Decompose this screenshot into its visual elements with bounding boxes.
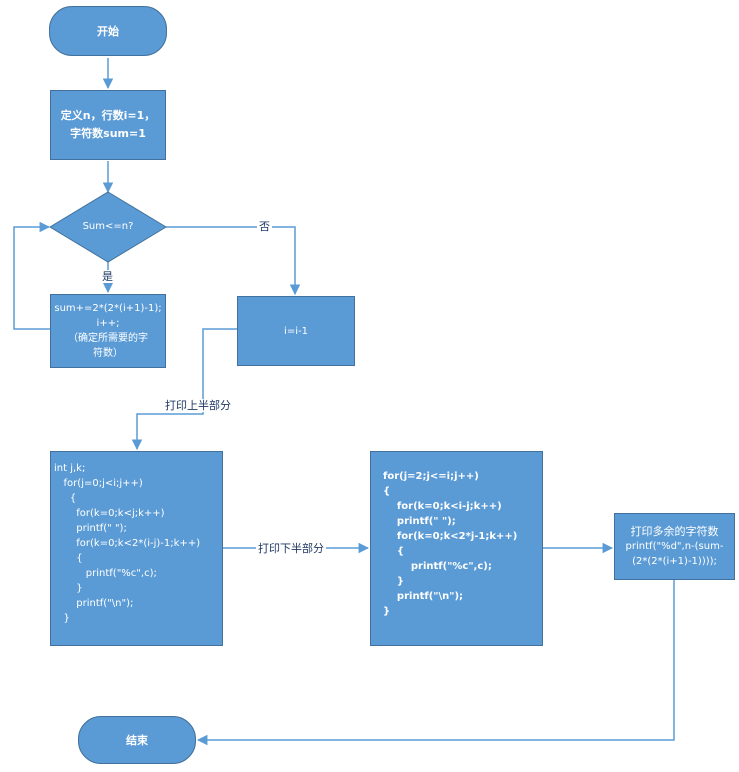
edge-loop-back — [13, 221, 51, 330]
upper-half-code-box: int j,k; for(j=0;j<i;j++) { for(k=0;k<j;… — [50, 451, 223, 646]
define-line-2: 字符数sum=1 — [70, 127, 146, 140]
end-label: 结束 — [126, 733, 148, 747]
define-variables-box: 定义n，行数i=1， 字符数sum=1 — [50, 90, 166, 160]
edge-label-yes: 是 — [100, 270, 115, 283]
remainder-line-2: printf("%d",n-(sum- — [625, 541, 724, 552]
remainder-line-1: 打印多余的字符数 — [630, 525, 719, 538]
edge-decision-no — [166, 226, 301, 296]
decision-label: Sum<=n? — [82, 221, 134, 232]
remainder-box: 打印多余的字符数 printf("%d",n-(sum- (2*(2*(i+1)… — [614, 513, 735, 580]
decrement-label: i=i-1 — [284, 325, 308, 337]
remainder-line-3: (2*(2*(i+1)-1)))); — [632, 556, 717, 567]
lower-half-code: for(j=2;j<=i;j++) { for(k=0;k<i-j;k++) p… — [383, 471, 518, 617]
decision-diamond — [49, 191, 167, 263]
lower-half-code-box: for(j=2;j<=i;j++) { for(k=0;k<i-j;k++) p… — [370, 451, 543, 646]
end-terminal: 结束 — [78, 716, 196, 764]
accumulate-line-1: sum+=2*(2*(i+1)-1); — [54, 303, 162, 314]
edge-decrement-to-upper — [131, 328, 238, 451]
start-label: 开始 — [97, 24, 119, 38]
accumulate-box: sum+=2*(2*(i+1)-1); i++; （确定所需要的字 符数） — [50, 294, 166, 368]
edge-label-print-lower: 打印下半部分 — [256, 542, 326, 555]
accumulate-line-3: （确定所需要的字 — [68, 333, 148, 344]
edge-label-no: 否 — [257, 220, 272, 233]
define-line-1: 定义n，行数i=1， — [60, 109, 156, 122]
start-terminal: 开始 — [49, 6, 167, 56]
edge-label-print-upper: 打印上半部分 — [163, 399, 233, 412]
accumulate-line-2: i++; — [96, 318, 120, 329]
accumulate-line-4: 符数） — [93, 348, 123, 359]
decrement-box: i=i-1 — [237, 296, 355, 366]
upper-half-code: int j,k; for(j=0;j<i;j++) { for(k=0;k<j;… — [54, 463, 201, 624]
edge-remainder-to-end — [196, 580, 675, 746]
